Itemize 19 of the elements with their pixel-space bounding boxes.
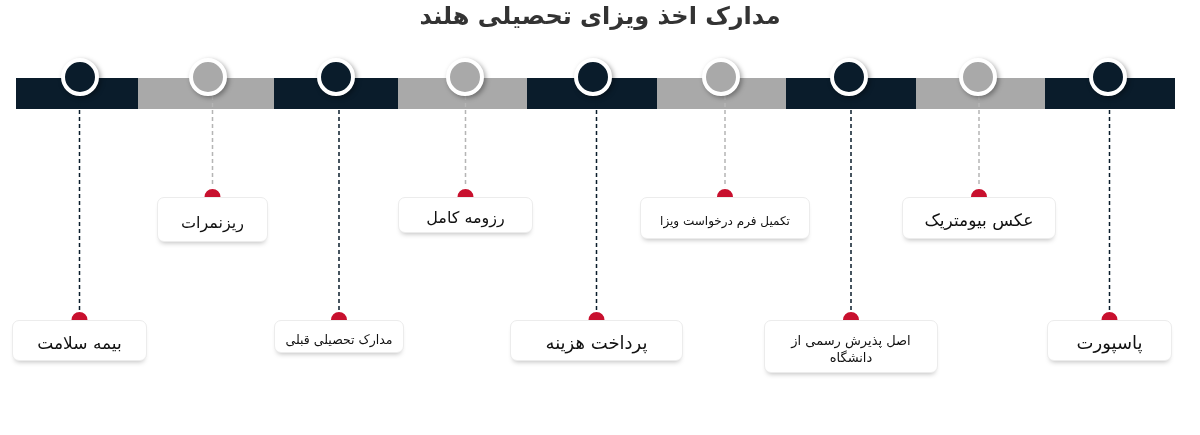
document-label: رزومه کامل: [426, 208, 505, 228]
document-label: اصل پذیرش رسمی از دانشگاه: [789, 333, 912, 366]
document-card: [640, 197, 810, 239]
title: مدارک اخذ ویزای تحصیلی هلند: [418, 2, 782, 30]
document-card: [1047, 320, 1172, 361]
document-card: [274, 320, 404, 353]
document-card: [157, 197, 268, 242]
document-label: بیمه سلامت: [37, 332, 122, 355]
document-label: عکس بیومتریک: [924, 210, 1034, 232]
document-label: پاسپورت: [1076, 332, 1143, 355]
document-card: [902, 197, 1056, 239]
document-label: مدارک تحصیلی قبلی: [285, 331, 393, 348]
document-card: [510, 320, 683, 361]
document-card: [12, 320, 147, 361]
document-label: ریزنمرات: [180, 212, 244, 233]
document-card: [398, 197, 533, 233]
document-card: [764, 320, 938, 373]
document-label: تکمیل فرم درخواست ویزا: [660, 213, 790, 229]
document-label: پرداخت هزینه: [545, 332, 648, 355]
